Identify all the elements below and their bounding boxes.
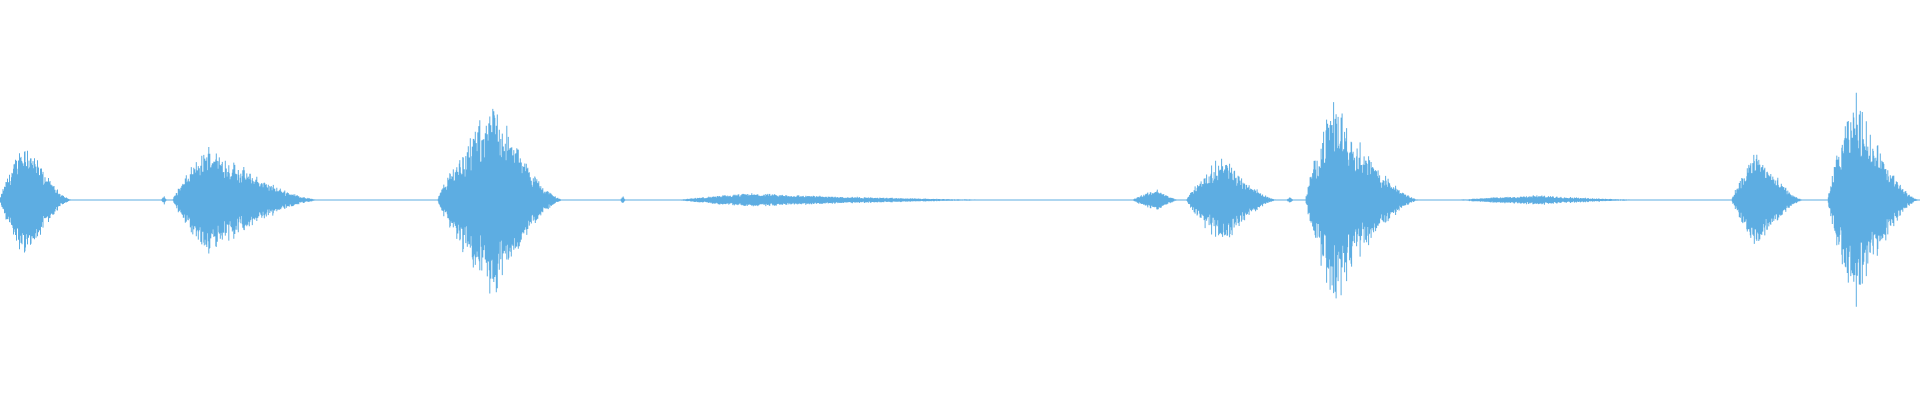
waveform-segment [1731, 154, 1805, 244]
waveform-segment [172, 147, 322, 254]
waveform-segment [1132, 189, 1181, 210]
waveform-segment [437, 108, 564, 294]
waveform-segment [161, 196, 168, 205]
waveform-segment [620, 196, 627, 203]
waveform-segment [1305, 102, 1421, 299]
waveform-segment [677, 193, 1023, 207]
waveform-peaks [0, 92, 1920, 307]
waveform-segment [1455, 195, 1656, 205]
waveform-segment [1286, 197, 1294, 203]
waveform-segment [1186, 158, 1279, 238]
waveform-segment [0, 150, 73, 253]
waveform-segment [1827, 92, 1920, 307]
